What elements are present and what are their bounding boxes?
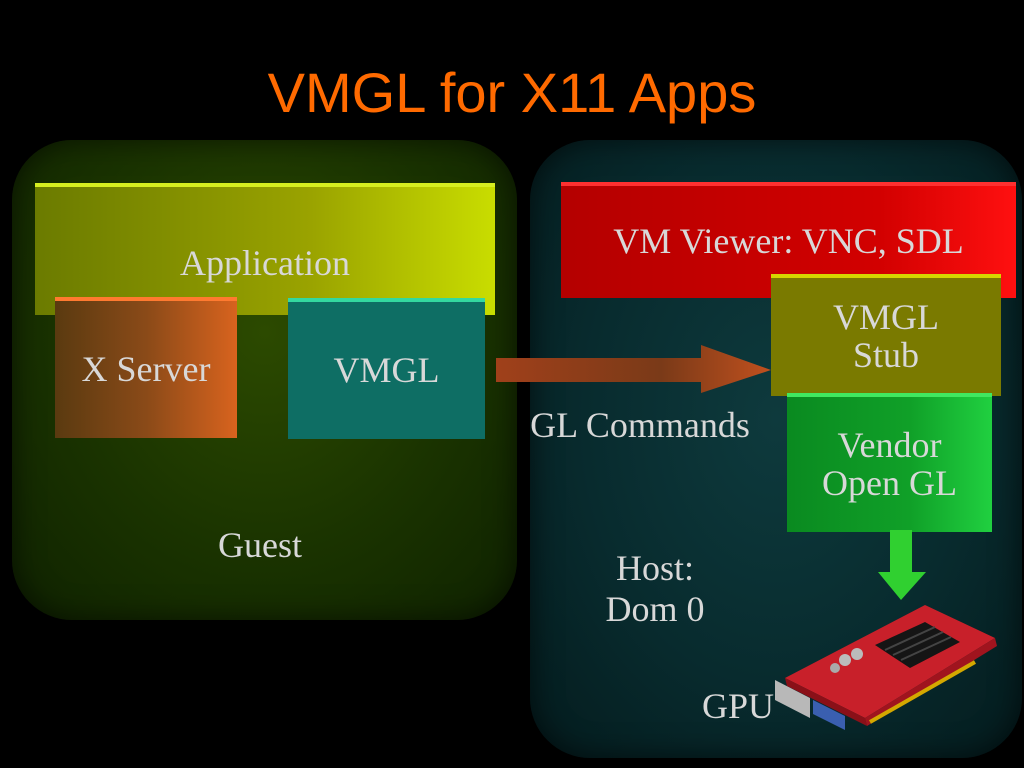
vmgl-stub-line1: VMGL xyxy=(833,297,939,338)
vendor-opengl-box: Vendor Open GL xyxy=(787,393,992,532)
vendor-line2: Open GL xyxy=(822,462,957,503)
vmgl-box: VMGL xyxy=(288,298,485,439)
vmgl-stub-box: VMGL Stub xyxy=(771,274,1001,396)
gl-commands-label: GL Commands xyxy=(530,405,750,445)
gpu-card-image xyxy=(775,605,997,730)
vendor-opengl-label: Vendor Open GL xyxy=(822,424,957,503)
gpu-label: GPU xyxy=(701,686,775,726)
host-label-line2: Dom 0 xyxy=(605,589,705,630)
vm-viewer-label: VM Viewer: VNC, SDL xyxy=(613,221,964,262)
down-arrow xyxy=(878,530,926,600)
application-label: Application xyxy=(180,243,350,283)
gl-commands-arrow xyxy=(496,345,771,393)
slide-title: VMGL for X11 Apps xyxy=(267,61,757,124)
vmgl-stub-line2: Stub xyxy=(852,335,920,375)
vmgl-stub-label: VMGL Stub xyxy=(833,297,939,375)
host-label: Host: Dom 0 xyxy=(570,548,740,631)
host-label-line1: Host: xyxy=(615,548,694,588)
vendor-line1: Vendor xyxy=(837,424,942,465)
application-box: Application xyxy=(35,183,495,315)
vmgl-label: VMGL xyxy=(333,349,440,390)
guest-label: Guest xyxy=(218,525,302,565)
x-server-box: X Server xyxy=(55,297,237,438)
x-server-label: X Server xyxy=(81,348,211,389)
